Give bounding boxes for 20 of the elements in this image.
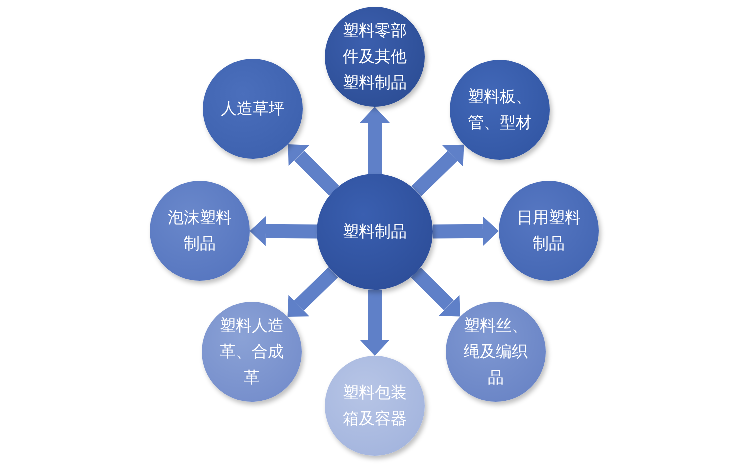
category-circle (450, 60, 550, 160)
category-label: 塑料丝、绳及编织品 (463, 315, 529, 389)
block-arrow (411, 268, 460, 317)
category-label: 塑料制品 (342, 221, 408, 243)
category-label: 塑料人造革、合成革 (219, 315, 285, 389)
block-arrow (432, 216, 499, 246)
category-label: 泡沫塑料制品 (167, 207, 233, 255)
category-label: 人造草坪 (220, 98, 286, 120)
category-label: 塑料零部件及其他塑料制品 (342, 20, 408, 94)
block-arrow (288, 144, 340, 196)
block-arrow (288, 268, 338, 318)
category-label: 塑料包装箱及容器 (342, 382, 408, 430)
category-label: 塑料板、管、型材 (467, 86, 533, 134)
block-arrow (360, 107, 390, 174)
block-arrow (412, 144, 464, 197)
category-label: 日用塑料制品 (516, 207, 582, 255)
block-arrow (360, 290, 390, 356)
category-circle (317, 174, 433, 290)
block-arrow (250, 216, 318, 246)
category-circle (446, 302, 546, 402)
